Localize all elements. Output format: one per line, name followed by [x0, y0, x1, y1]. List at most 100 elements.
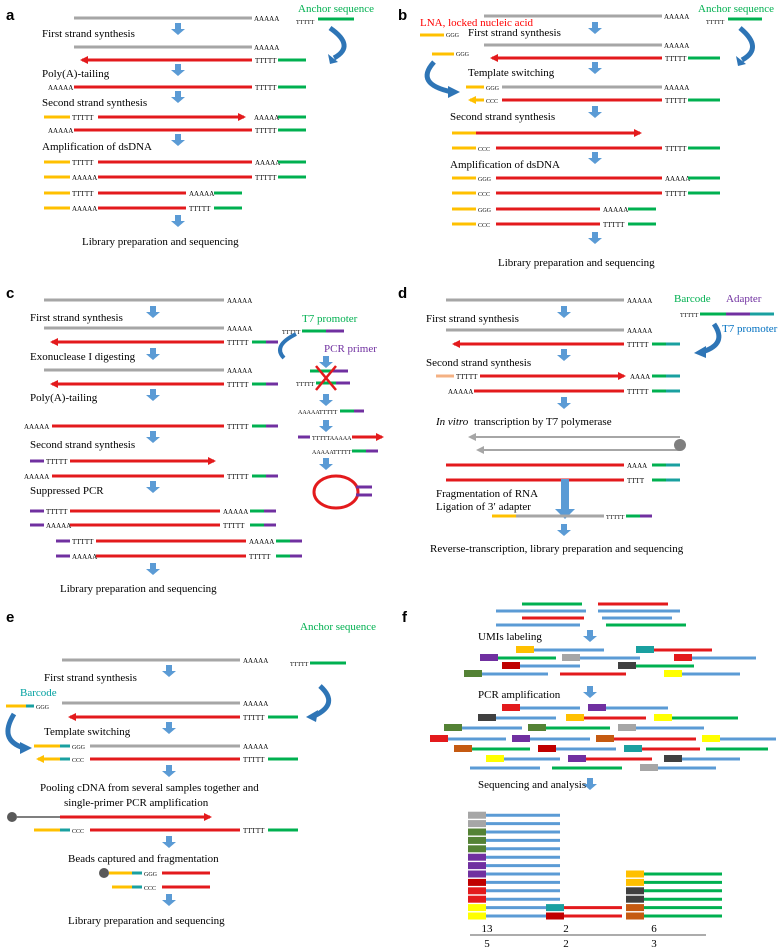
- step-arrow-icon: [557, 524, 571, 536]
- polyA-text: AAAAA: [254, 44, 279, 52]
- polyT-text: TTTTT: [255, 57, 277, 65]
- step-label: Beads captured and fragmentation: [68, 853, 219, 865]
- step-arrow-icon: [162, 894, 176, 906]
- panel-letter-d: d: [398, 285, 407, 302]
- umi-tag: [468, 878, 486, 886]
- read-count: 13: [482, 923, 494, 935]
- polyT-text: TTTTT: [680, 313, 699, 319]
- polyT-text: TTTTT: [665, 145, 687, 153]
- step-arrow-icon: [555, 479, 575, 519]
- umi-tag: [478, 714, 496, 721]
- t7-label: T7 promoter: [722, 323, 778, 335]
- step-label: Ligation of 3′ adapter: [436, 501, 531, 513]
- umi-tag: [654, 714, 672, 721]
- ggg-text: GGG: [144, 872, 158, 878]
- ggg-text: GGG: [446, 33, 460, 39]
- ggg-text: GGG: [72, 745, 86, 751]
- polyT-text: TTTTT: [46, 458, 68, 466]
- polyA-text: AAAAA: [223, 508, 248, 516]
- polyT-text: TTTTT: [456, 373, 478, 381]
- arrow-head-icon: [306, 710, 318, 722]
- panel-letter-c: c: [6, 285, 14, 302]
- polyT-text: TTTTT: [627, 388, 649, 396]
- umi-tag: [502, 662, 520, 669]
- polyA-text: AAAAA: [664, 13, 689, 21]
- umi-tag: [468, 845, 486, 853]
- polyA-text: AAAAA: [448, 388, 473, 396]
- step-label: Fragmentation of RNA: [436, 488, 538, 500]
- step-arrow-icon: [162, 765, 176, 777]
- polyT-text: TTTTT: [243, 827, 265, 835]
- umi-tag: [640, 764, 658, 771]
- step-label: Amplification of dsDNA: [42, 141, 152, 153]
- polyT-text: TTTTT: [296, 382, 315, 388]
- polyA-text: AAAAA: [254, 114, 279, 122]
- polyT-text: TTTTT: [243, 714, 265, 722]
- step-arrow-icon: [146, 563, 160, 575]
- umi-tag: [588, 704, 606, 711]
- step-label: Poly(A)-tailing: [42, 68, 110, 80]
- cross-icon: [315, 365, 337, 391]
- polyT-text: TTTTT: [606, 515, 625, 521]
- polyT-text: TTTTT: [249, 553, 271, 561]
- ggg-text: GGG: [478, 208, 492, 214]
- curved-arrow-icon: [312, 684, 332, 719]
- anchor-label: Anchor sequence: [698, 3, 774, 15]
- polyT-text: TTTTT: [227, 423, 249, 431]
- curved-arrow-icon: [424, 60, 453, 95]
- panel-d: d Barcode Adapter TTTTT T7 promoter AAAA…: [398, 285, 778, 555]
- polyA-text: AAAAA: [227, 325, 252, 333]
- umi-tag: [468, 870, 486, 878]
- polyA-text: AAAAA: [48, 127, 73, 135]
- polyT-text: TTTTT: [72, 114, 94, 122]
- polyA-text: AAAAA: [243, 657, 268, 665]
- final-step-label: Library preparation and sequencing: [68, 915, 225, 927]
- step-arrow-icon: [588, 62, 602, 74]
- polyT-text: TTTTT: [255, 84, 277, 92]
- step-label: Sequencing and analysis: [478, 779, 586, 791]
- final-step-label: Library preparation and sequencing: [60, 583, 217, 595]
- polyT-text: TTTTT: [46, 508, 68, 516]
- ccc-text: CCC: [144, 886, 156, 892]
- step-arrow-icon: [583, 778, 597, 790]
- step-label: Template switching: [468, 67, 555, 79]
- umi-tag: [626, 912, 644, 920]
- step-arrow-icon: [319, 458, 333, 470]
- polyT-text: TTTTT: [189, 205, 211, 213]
- umi-tag: [528, 724, 546, 731]
- polyA-text: AAAAA: [603, 206, 628, 214]
- ccc-text: CCC: [72, 758, 84, 764]
- polyA-text: AAAA: [627, 462, 647, 470]
- umi-tag: [596, 735, 614, 742]
- umi-tag: [626, 895, 644, 903]
- step-label: Second strand synthesis: [426, 357, 531, 369]
- curved-arrow-icon: [738, 26, 755, 63]
- barcode-label: Barcode: [20, 687, 57, 699]
- step-label: First strand synthesis: [426, 313, 519, 325]
- step-arrow-icon: [171, 215, 185, 227]
- polyA-text: AAAAA: [249, 538, 274, 546]
- umi-tag: [538, 745, 556, 752]
- step-arrow-icon: [557, 306, 571, 318]
- polyA-text: AAAAA: [243, 700, 268, 708]
- step-label: Pooling cDNA from several samples togeth…: [40, 782, 259, 794]
- anchor-label: Anchor sequence: [298, 3, 374, 15]
- umi-tag: [626, 870, 644, 878]
- umi-tag: [468, 887, 486, 895]
- umi-count: 2: [563, 938, 569, 950]
- step-arrow-icon: [171, 91, 185, 103]
- curved-arrow-icon: [328, 25, 347, 61]
- sorted-reads: [468, 811, 722, 920]
- umi-tag: [562, 654, 580, 661]
- polyAT-text: AAAAATTTTT: [312, 450, 352, 456]
- umi-tag: [618, 724, 636, 731]
- panhandle-loop: [312, 474, 360, 510]
- umi-tag: [568, 755, 586, 762]
- ccc-text: CCC: [478, 192, 490, 198]
- umi-tag: [546, 904, 564, 912]
- umi-tag: [454, 745, 472, 752]
- polyAT-text: AAAAATTTTT: [298, 410, 338, 416]
- umi-tag: [444, 724, 462, 731]
- step-label: First strand synthesis: [44, 672, 137, 684]
- barcode-label: Barcode: [674, 293, 711, 305]
